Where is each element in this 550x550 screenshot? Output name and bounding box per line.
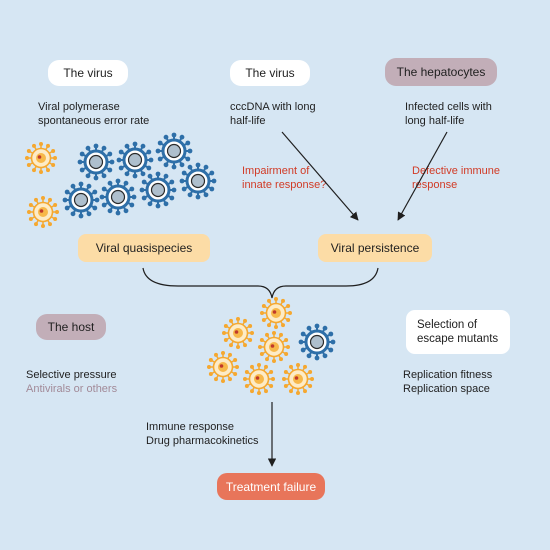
mutant-virus [179, 162, 217, 200]
innate-arrow [281, 131, 359, 221]
wild-type-virus [243, 363, 275, 395]
wild-type-virus [260, 297, 292, 329]
quasispecies-box: Viral quasispecies [78, 234, 210, 262]
merge-brace [142, 267, 379, 299]
persistence-box: Viral persistence [318, 234, 432, 262]
mutant-virus [116, 141, 154, 179]
wild-type-virus [258, 331, 290, 363]
treatment-failure-box: Treatment failure [217, 473, 325, 500]
immune-response-text-1: Defective immune [412, 165, 501, 177]
hepatocytes-label: The hepatocytes [385, 58, 497, 86]
drug-pharmacokinetics-text: Drug pharmacokinetics [146, 435, 259, 447]
escape-mutants-line-2: escape mutants [417, 333, 499, 345]
cccdna-text-2: half-life [230, 115, 266, 127]
innate-response-text-2: innate response? [242, 179, 327, 191]
immune-arrow [397, 131, 448, 221]
virus-label-left: The virus [48, 60, 128, 86]
cccdna-text-1: cccDNA with long [230, 101, 316, 113]
immune-response-text-2: response [412, 179, 458, 191]
wild-type-virus [282, 363, 314, 395]
mutant-virus [77, 143, 115, 181]
infected-cells-text-1: Infected cells with [405, 101, 492, 113]
wild-type-virus [207, 351, 239, 383]
mutant-virus [139, 171, 177, 209]
mutant-virus [155, 132, 193, 170]
replication-space-text: Replication space [403, 383, 490, 395]
infected-cells-text-2: long half-life [405, 115, 465, 127]
polymerase-text-2: spontaneous error rate [38, 115, 150, 127]
replication-fitness-text: Replication fitness [403, 369, 493, 381]
mutant-virus [298, 323, 336, 361]
innate-response-text-1: Impairment of [242, 165, 310, 177]
immune-response-bottom-text: Immune response [146, 421, 235, 433]
escape-mutants-line-1: Selection of [417, 319, 478, 331]
mutant-virus [99, 178, 137, 216]
polymerase-text-1: Viral polymerase [38, 101, 120, 113]
virus-label-middle: The virus [230, 60, 310, 86]
wild-type-virus [222, 317, 254, 349]
wild-type-virus [27, 196, 59, 228]
selective-pressure-text: Selective pressure [26, 369, 117, 381]
wild-type-virus [25, 142, 57, 174]
mutant-virus [62, 181, 100, 219]
host-label: The host [36, 314, 106, 340]
antivirals-text: Antivirals or others [26, 383, 118, 395]
escape-mutants-box: Selection of escape mutants [406, 310, 510, 354]
